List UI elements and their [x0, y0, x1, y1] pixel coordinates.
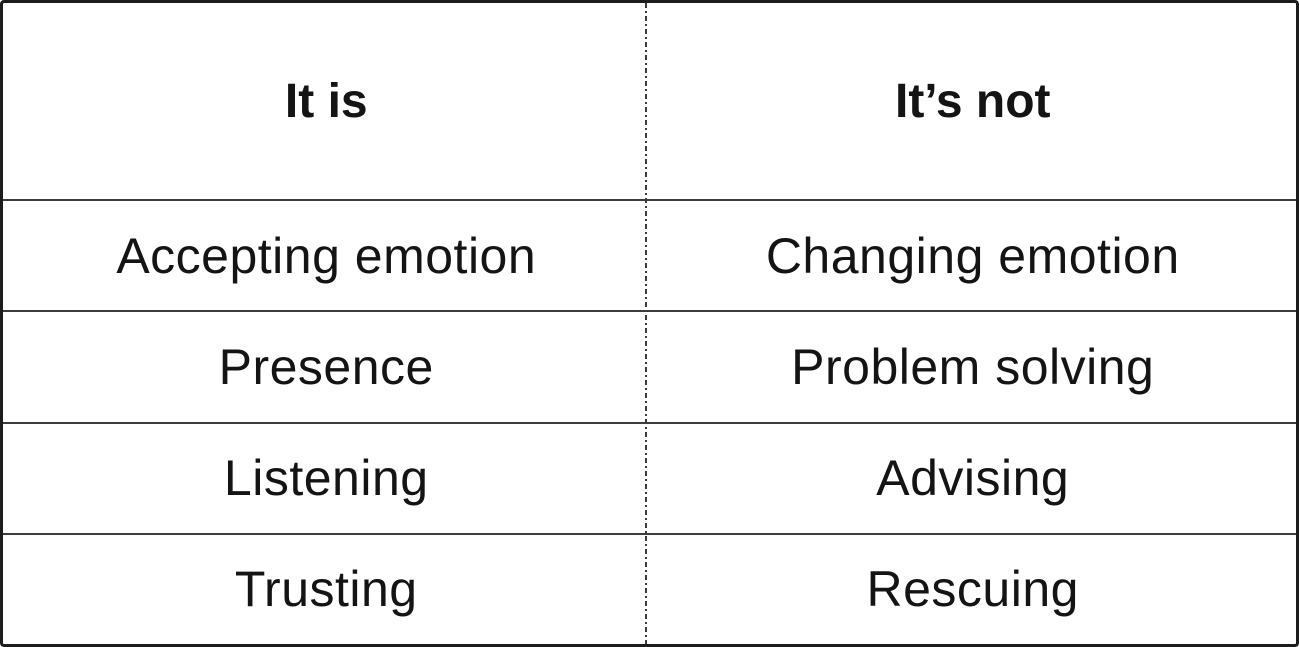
cell-it-is: Listening [223, 450, 429, 507]
cell-its-not: Problem solving [791, 338, 1155, 395]
table-row: Accepting emotion Changing emotion [3, 199, 1296, 310]
cell-it-is: Presence [218, 338, 434, 395]
cell-its-not: Advising [876, 450, 1070, 507]
column-header-its-not: It’s not [894, 74, 1051, 128]
cell-it-is: Accepting emotion [116, 227, 537, 284]
table-row: Presence Problem solving [3, 310, 1296, 421]
cell-its-not: Changing emotion [765, 227, 1180, 284]
table-row: Listening Advising [3, 421, 1296, 533]
column-header-it-is: It is [284, 74, 368, 128]
cell-its-not: Rescuing [866, 561, 1079, 618]
header-row: It is It’s not [3, 3, 1296, 199]
table-row: Trusting Rescuing [3, 532, 1296, 644]
cell-it-is: Trusting [234, 561, 418, 618]
column-divider-dashdot-line [645, 3, 647, 644]
